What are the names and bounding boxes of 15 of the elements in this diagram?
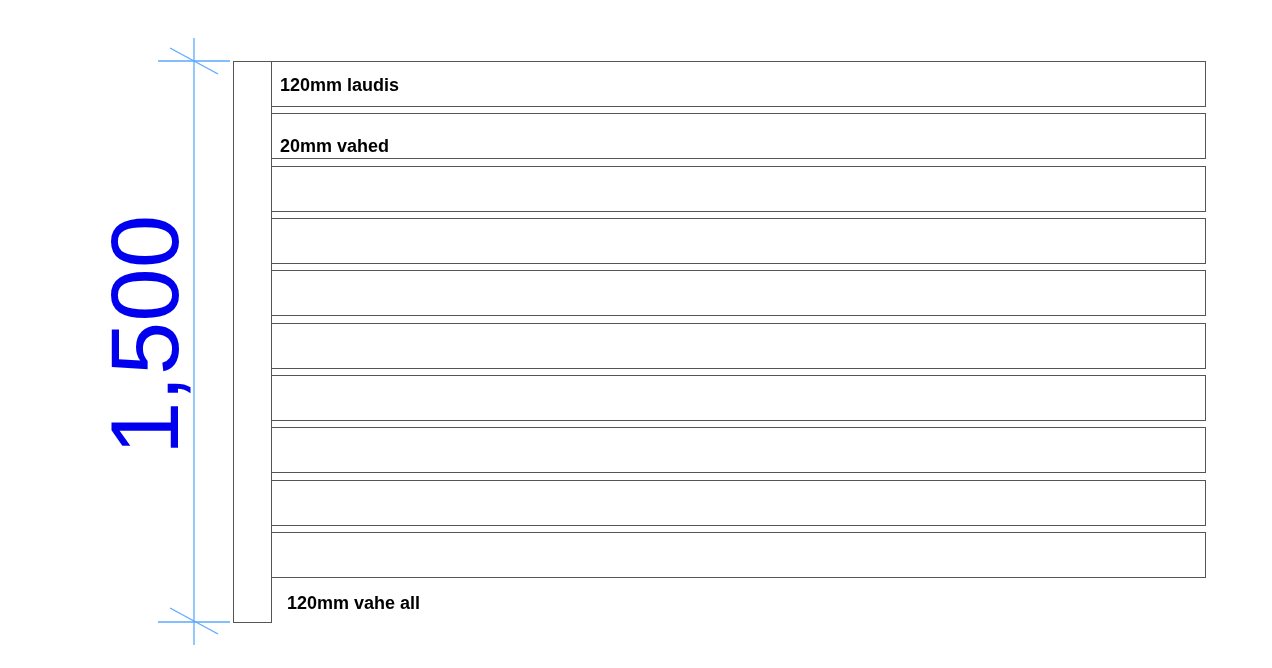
board-box	[271, 166, 1206, 212]
board-box	[271, 323, 1206, 369]
board-label: 20mm vahed	[280, 136, 390, 156]
board-box	[271, 427, 1206, 473]
board-box	[271, 480, 1206, 526]
board-box	[271, 375, 1206, 421]
post-box	[233, 61, 272, 623]
board-box	[271, 113, 1206, 159]
board-box	[271, 218, 1206, 264]
board-box	[271, 532, 1206, 578]
board-label: 120mm laudis	[280, 75, 400, 95]
part-label: 120mm vahe all	[287, 593, 421, 613]
board-box	[271, 61, 1206, 107]
dimension-value: 1,500	[97, 214, 193, 456]
board-box	[271, 270, 1206, 316]
